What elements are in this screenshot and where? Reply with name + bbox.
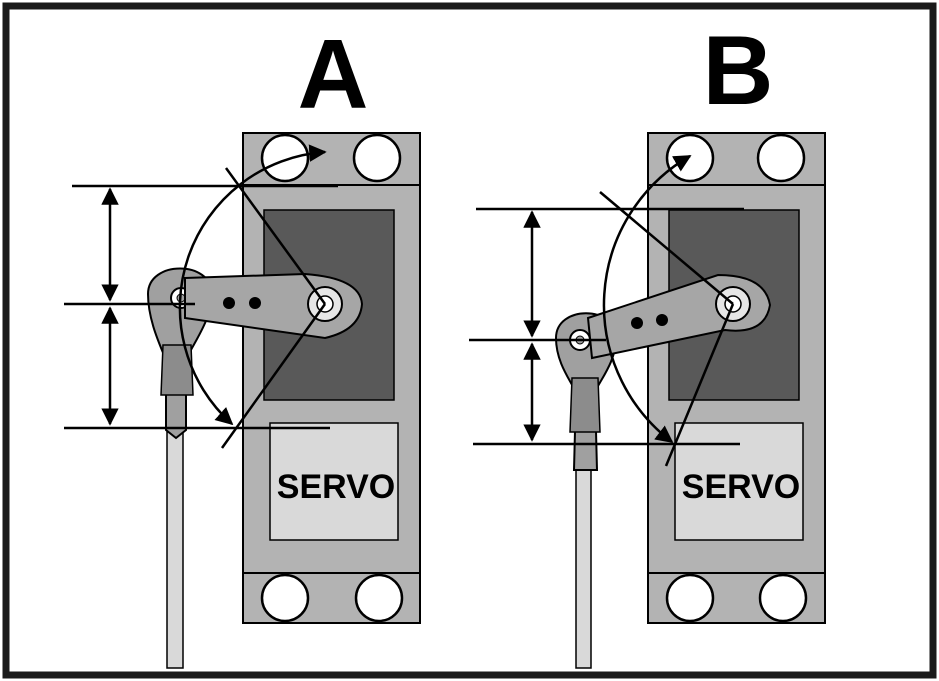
travel-arc-a	[178, 144, 327, 426]
servo-a: SERVO	[242, 132, 421, 624]
servo-a-mount-hole	[260, 133, 310, 183]
arm-hole	[223, 297, 235, 309]
servo-b-mount-hole	[665, 133, 715, 183]
servo-b-label-box	[674, 422, 804, 541]
servo-a-label: SERVO	[277, 468, 395, 506]
servo-b-label: SERVO	[682, 468, 800, 506]
servo-b-mount-hole	[665, 573, 715, 623]
servo-b: SERVO	[647, 132, 826, 624]
pushrod-a	[166, 431, 184, 669]
panel-a: A SERVO	[64, 19, 421, 669]
servo-a-mount-hole	[352, 133, 402, 183]
panel-b: B SERVO	[469, 15, 826, 669]
servo-a-mount-hole	[260, 573, 310, 623]
travel-arc-b	[602, 154, 692, 444]
panel-b-letter: B	[703, 15, 774, 125]
servo-a-label-box	[269, 422, 399, 541]
servo-a-mount-hole	[354, 573, 404, 623]
servo-b-mount-hole	[758, 573, 808, 623]
servo-b-mount-hole	[756, 133, 806, 183]
arm-hole	[631, 317, 643, 329]
arm-hole	[249, 297, 261, 309]
arm-hole	[656, 314, 668, 326]
pushrod-b	[575, 465, 592, 669]
panel-a-letter: A	[298, 19, 369, 129]
